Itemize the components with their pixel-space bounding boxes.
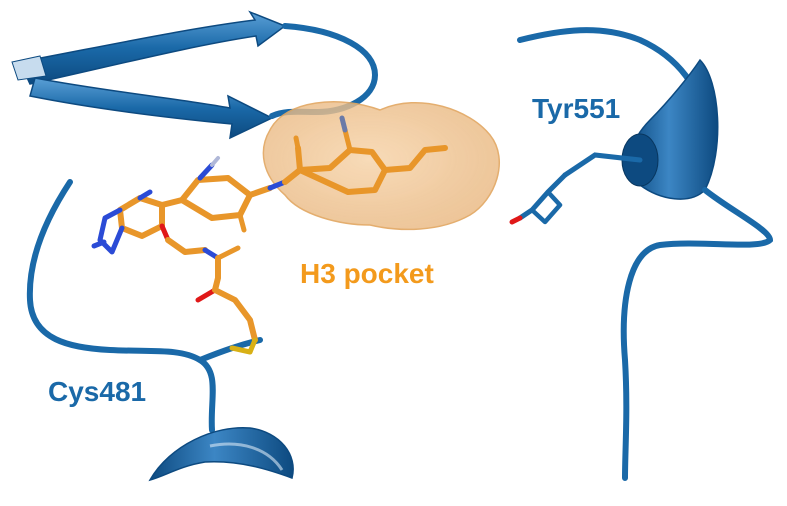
cys481-label: Cys481 bbox=[48, 376, 147, 407]
beta-strand-lower bbox=[29, 77, 274, 140]
h3-pocket-label: H3 pocket bbox=[300, 258, 434, 289]
ligand-phenyl bbox=[179, 156, 253, 233]
ligand-warhead-chain bbox=[159, 223, 258, 355]
right-protein-region bbox=[509, 27, 774, 481]
ligand bbox=[91, 115, 448, 355]
tyr551-label: Tyr551 bbox=[532, 93, 621, 124]
ligand-benzamide bbox=[297, 115, 448, 195]
beta-strand-edge bbox=[11, 55, 47, 81]
beta-strand-upper bbox=[18, 10, 287, 85]
beta-sheet bbox=[11, 10, 379, 140]
tyr551-sidechain bbox=[509, 152, 643, 225]
ligand-amide bbox=[247, 135, 303, 198]
bottom-helix bbox=[148, 426, 294, 482]
